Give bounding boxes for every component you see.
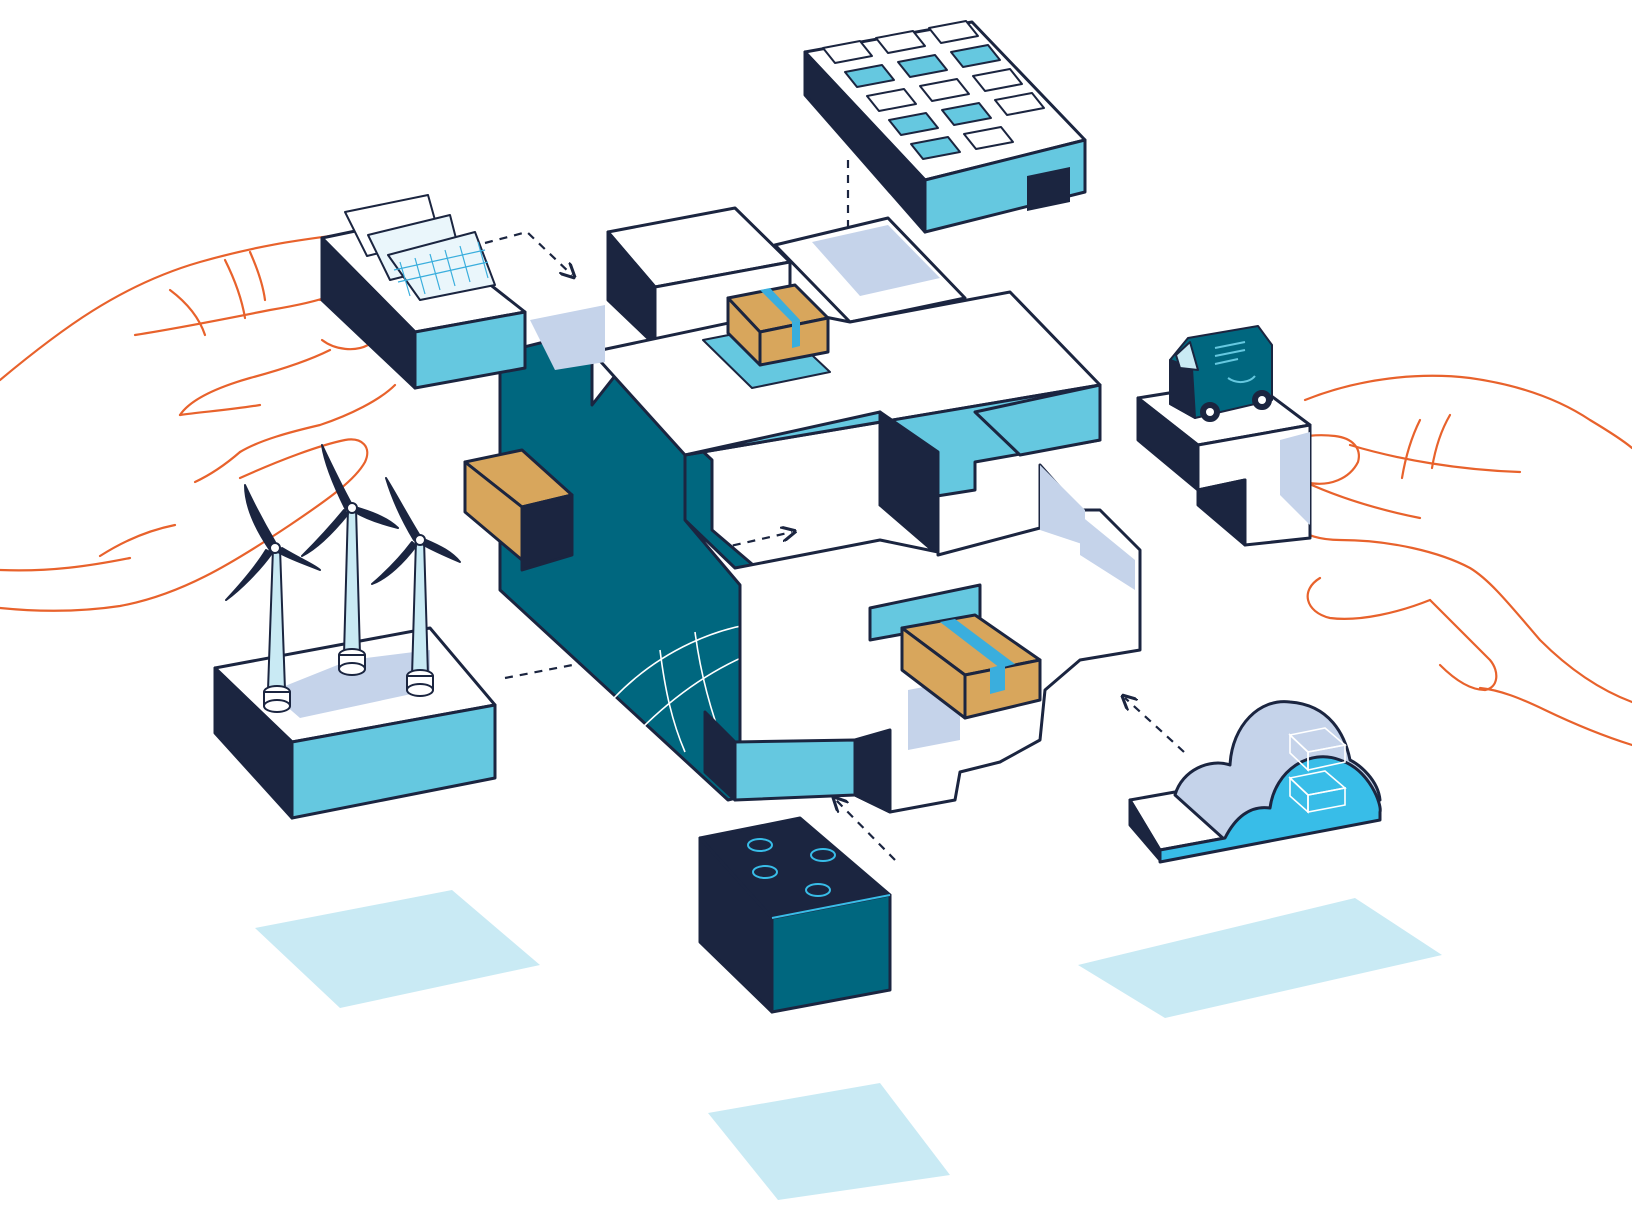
arrow-icon	[1125, 698, 1185, 753]
package-icon	[900, 613, 1042, 720]
wind-turbine	[225, 484, 321, 713]
hand-right-icon	[1283, 374, 1632, 747]
package-icon	[463, 448, 574, 572]
wind-turbine-icon	[213, 444, 497, 820]
arrow-icon	[484, 230, 572, 275]
solar-panel-icon	[822, 20, 1045, 160]
cloud-boxes	[1288, 727, 1347, 814]
central-block-icon	[498, 206, 1142, 814]
ground-shadow-right	[1078, 898, 1442, 1018]
cloud-icon	[1128, 700, 1382, 864]
warehouse-icon	[803, 20, 1087, 234]
ground-shadow-bottom	[708, 1083, 950, 1200]
solar-panel-icon	[320, 194, 527, 390]
delivery-van-icon	[1136, 325, 1312, 547]
ground-shadows	[255, 890, 1442, 1200]
ground-shadow-left	[255, 890, 540, 1008]
chip-block-icon	[698, 816, 892, 1014]
wind-turbine	[371, 477, 461, 697]
package-icon	[702, 283, 831, 389]
wind-turbine	[301, 444, 399, 676]
solar-grid	[344, 194, 496, 301]
